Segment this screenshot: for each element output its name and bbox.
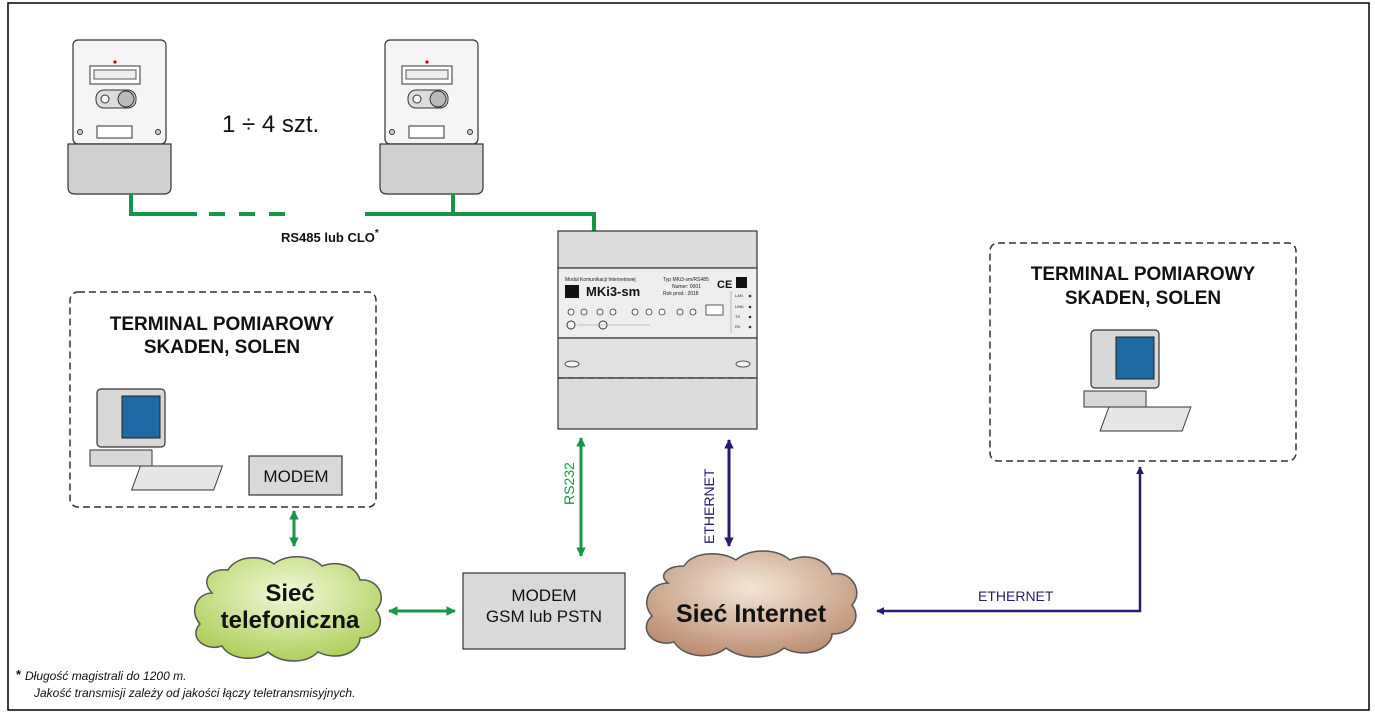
svg-text:Numer: 0001: Numer: 0001 — [672, 284, 701, 290]
footnote-line-1: Długość magistrali do 1200 m. — [25, 669, 186, 683]
terminal-left-title-1: TERMINAL POMIAROWY — [110, 314, 335, 335]
mki3-sm-module: Moduł Komunikacji Internetowej MKi3-sm T… — [557, 230, 758, 430]
ethernet-horizontal-arrow — [876, 466, 1145, 616]
terminal-left-title-2: SKADEN, SOLEN — [144, 337, 300, 358]
phone-network-cloud — [194, 556, 382, 662]
svg-text:RX: RX — [735, 324, 741, 329]
terminal-right-box — [989, 242, 1297, 462]
svg-text:LINK: LINK — [735, 304, 744, 309]
rs232-label: RS232 — [561, 462, 577, 505]
computer-icon-right — [1083, 329, 1192, 432]
terminal-right-title-1: TERMINAL POMIAROWY — [1031, 264, 1256, 285]
outer-frame — [7, 2, 1370, 711]
ethernet-vertical-label: ETHERNET — [701, 468, 717, 544]
quantity-label: 1 ÷ 4 szt. — [222, 111, 319, 138]
device-model-label: MKi3-sm — [586, 284, 640, 299]
footnote-line-2: Jakość transmisji zależy od jakości łącz… — [33, 686, 355, 700]
terminal-left-box — [69, 291, 377, 508]
modem-gsm-label-2: GSM lub PSTN — [486, 607, 602, 626]
ce-mark: CE — [717, 279, 732, 291]
bus-label: RS485 lub CLO* — [281, 228, 379, 245]
svg-text:Moduł Komunikacji Internetowej: Moduł Komunikacji Internetowej — [565, 277, 636, 283]
footnote-star: * — [16, 667, 22, 682]
internet-cloud — [645, 550, 858, 658]
svg-text:Rok prod.: 2018: Rok prod.: 2018 — [663, 291, 699, 297]
energy-meter-1 — [67, 39, 172, 195]
computer-icon-left — [89, 388, 224, 491]
modem-gsm-label-1: MODEM — [511, 586, 576, 605]
internet-cloud-label: Sieć Internet — [676, 600, 827, 628]
phone-cloud-label-1: Sieć — [265, 580, 314, 607]
modem-gsm-box — [462, 572, 626, 650]
phone-cloud-label-2: telefoniczna — [221, 607, 360, 634]
modem-small-box — [248, 455, 343, 496]
svg-text:LAN: LAN — [735, 293, 743, 298]
svg-text:TX: TX — [735, 314, 740, 319]
modem-small-label: MODEM — [263, 467, 328, 486]
rs485-bus-line — [129, 194, 596, 232]
svg-text:Typ MKi3-sm/RS485: Typ MKi3-sm/RS485 — [663, 277, 709, 283]
terminal-right-title-2: SKADEN, SOLEN — [1065, 288, 1221, 309]
ethernet-horizontal-label: ETHERNET — [978, 588, 1054, 604]
energy-meter-2 — [379, 39, 484, 195]
